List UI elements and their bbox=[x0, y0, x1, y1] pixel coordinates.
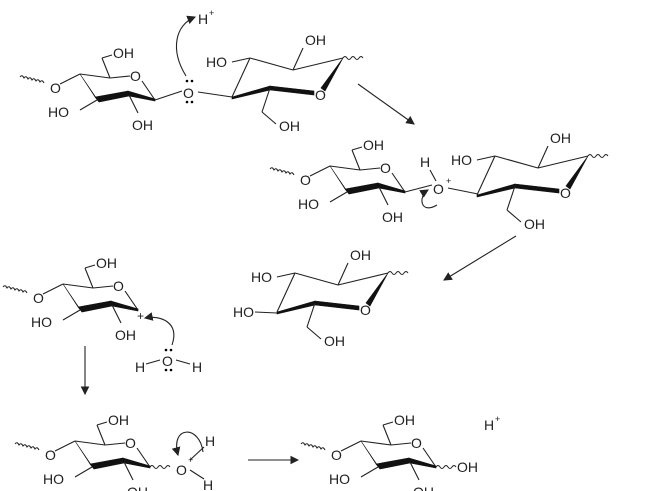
hydrogen-label: H bbox=[192, 359, 202, 375]
hydrogen-label: H bbox=[420, 154, 430, 170]
proton-label: H bbox=[484, 417, 494, 433]
protonated-disaccharide: O O OH HO OH O + H HO OH O OH bbox=[269, 130, 609, 232]
positive-charge: + bbox=[446, 176, 451, 186]
hydroxyl-label: OH bbox=[115, 327, 136, 343]
hydroxyl-label: HO bbox=[251, 269, 272, 285]
hydroxyl-label: HO bbox=[31, 314, 52, 330]
hydroxyl-label: OH bbox=[113, 45, 134, 61]
curved-arrow bbox=[171, 431, 204, 457]
link-oxygen-label: O bbox=[300, 172, 311, 188]
hydroxyl-label: OH bbox=[350, 247, 371, 263]
hydrogen-label: H bbox=[205, 433, 215, 449]
oxonium-oxygen-label: O bbox=[433, 181, 444, 197]
link-oxygen-label: O bbox=[331, 447, 342, 463]
curved-arrow bbox=[143, 312, 175, 346]
ring-oxygen-label: O bbox=[411, 435, 422, 451]
released-glucose-unit: HO HO OH O OH bbox=[233, 247, 409, 349]
carbocation-charge: + bbox=[137, 309, 144, 323]
ring-oxygen-label: O bbox=[113, 278, 124, 294]
proton-charge: + bbox=[495, 414, 500, 424]
hydroxyl-label: OH bbox=[382, 209, 403, 225]
hydroxyl-label: HO bbox=[206, 54, 227, 70]
hydroxyl-label: HO bbox=[233, 304, 254, 320]
ring-oxygen-label: O bbox=[360, 302, 371, 318]
hydroxyl-label: OH bbox=[305, 32, 326, 48]
hydroxyl-label: OH bbox=[279, 118, 300, 134]
hydroxyl-label: OH bbox=[413, 484, 434, 491]
lone-pair-dots bbox=[164, 348, 173, 372]
hydrogen-label: H bbox=[135, 359, 145, 375]
hydroxyl-label: OH bbox=[324, 333, 345, 349]
link-oxygen-label: O bbox=[45, 447, 56, 463]
hydroxyl-label: OH bbox=[394, 412, 415, 428]
ring-oxygen-label: O bbox=[315, 87, 326, 103]
hydroxyl-label: OH bbox=[127, 484, 148, 491]
hydroxyl-label: OH bbox=[96, 255, 117, 271]
hydroxyl-label: OH bbox=[108, 412, 129, 428]
hydroxyl-label: HO bbox=[298, 196, 319, 212]
hydrogen-label: H bbox=[203, 477, 213, 491]
ring-oxygen-label: O bbox=[125, 435, 136, 451]
hydroxyl-label: OH bbox=[363, 137, 384, 153]
ring-oxygen-label: O bbox=[560, 185, 571, 201]
glycosidic-oxygen-label: O bbox=[183, 85, 194, 101]
anomeric-hydroxyl-label: OH bbox=[457, 459, 478, 475]
lone-pair-dots bbox=[185, 79, 194, 104]
proton-charge: + bbox=[209, 8, 214, 18]
hydroxyl-label: OH bbox=[550, 130, 571, 146]
ring-oxygen-label: O bbox=[130, 68, 141, 84]
hydroxyl-label: OH bbox=[132, 117, 153, 133]
ring-oxygen-label: O bbox=[380, 160, 391, 176]
water-oxygen-label: O bbox=[162, 353, 173, 369]
reaction-arrow bbox=[443, 235, 517, 281]
carbocation-with-water: O O OH HO OH + O H H bbox=[2, 255, 202, 375]
water-adduct: O O OH HO OH O + H H bbox=[14, 412, 215, 491]
reaction-arrow bbox=[357, 83, 415, 125]
link-oxygen-label: O bbox=[50, 80, 61, 96]
hydroxyl-label: HO bbox=[451, 152, 472, 168]
hydroxyl-label: HO bbox=[48, 104, 69, 120]
curved-arrow bbox=[176, 15, 197, 77]
hydroxyl-label: OH bbox=[524, 216, 545, 232]
proton-label: H bbox=[198, 11, 208, 27]
curved-arrow bbox=[419, 189, 438, 209]
hydroxyl-label: HO bbox=[43, 471, 64, 487]
hemiacetal-product: O O OH HO OH OH H + bbox=[300, 412, 500, 491]
link-oxygen-label: O bbox=[33, 290, 44, 306]
disaccharide-structure: O O OH HO OH O HO OH O OH H + bbox=[19, 8, 364, 134]
hydroxyl-label: HO bbox=[329, 471, 350, 487]
oxonium-oxygen-label: O bbox=[176, 462, 187, 478]
